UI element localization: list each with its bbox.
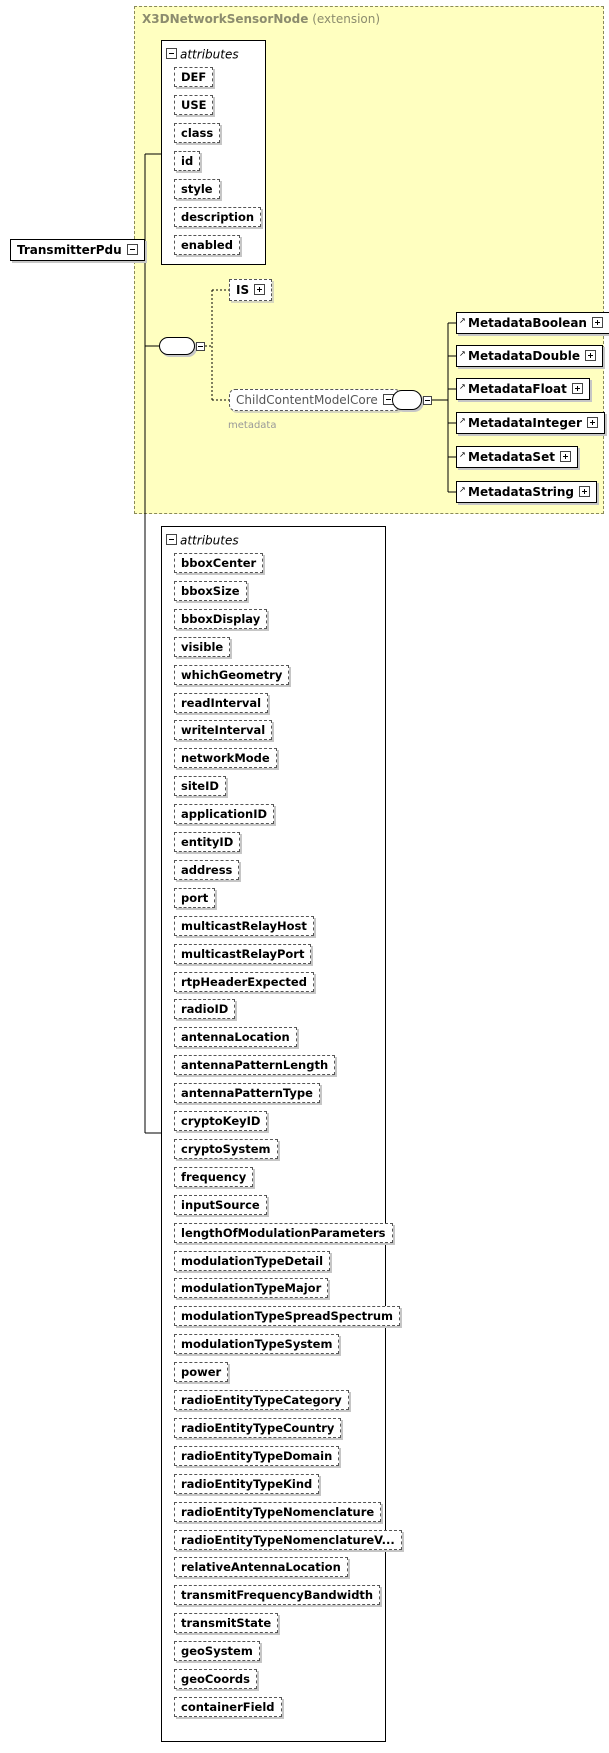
child-content-model-group[interactable]: ChildContentModelCore <box>229 389 401 411</box>
expand-icon[interactable] <box>571 383 583 394</box>
attribute-multicastrelayhost[interactable]: multicastRelayHost <box>174 915 314 936</box>
is-element-label: IS <box>236 283 250 297</box>
attribute-modulationtypesystem[interactable]: modulationTypeSystem <box>174 1334 340 1355</box>
attribute-enabled[interactable]: enabled <box>174 235 240 255</box>
attribute-style[interactable]: style <box>174 179 220 199</box>
expand-icon[interactable] <box>559 451 571 462</box>
expand-icon[interactable] <box>254 284 266 295</box>
attribute-radioentitytypecategory[interactable]: radioEntityTypeCategory <box>174 1390 349 1410</box>
attributes-label: attributes <box>180 533 239 548</box>
expand-icon[interactable] <box>578 486 590 497</box>
metadata-node-metadataboolean[interactable]: MetadataBoolean <box>456 312 609 334</box>
choice-compositor <box>392 390 422 410</box>
attribute-readinterval[interactable]: readInterval <box>174 692 269 713</box>
metadata-node-metadatafloat[interactable]: MetadataFloat <box>456 378 590 400</box>
attribute-cryptosystem[interactable]: cryptoSystem <box>174 1138 278 1159</box>
attribute-bboxsize[interactable]: bboxSize <box>174 580 247 601</box>
attribute-radioentitytypedomain[interactable]: radioEntityTypeDomain <box>174 1445 340 1466</box>
metadata-node-metadatainteger[interactable]: MetadataInteger <box>456 412 605 434</box>
attribute-id[interactable]: id <box>174 151 201 171</box>
attribute-transmitfrequencybandwidth[interactable]: transmitFrequencyBandwidth <box>174 1585 381 1606</box>
metadata-node-label: MetadataBoolean <box>468 316 587 330</box>
reference-arrow-icon <box>459 415 466 430</box>
attribute-visible[interactable]: visible <box>174 636 231 657</box>
attribute-geosystem[interactable]: geoSystem <box>174 1641 260 1662</box>
metadata-node-label: MetadataString <box>468 485 574 499</box>
group-label: ChildContentModelCore <box>236 393 378 407</box>
attribute-address[interactable]: address <box>174 859 240 880</box>
attribute-cryptokeyid[interactable]: cryptoKeyID <box>174 1111 268 1131</box>
attributes-header[interactable]: attributes <box>166 44 239 62</box>
attribute-class[interactable]: class <box>174 123 221 143</box>
attribute-rtpheaderexpected[interactable]: rtpHeaderExpected <box>174 971 314 992</box>
metadata-node-label: MetadataDouble <box>468 349 581 363</box>
attribute-containerfield[interactable]: containerField <box>174 1696 282 1717</box>
choice-collapse-icon[interactable] <box>423 396 432 405</box>
expand-icon[interactable] <box>585 350 597 361</box>
group-sublabel: metadata <box>228 420 277 431</box>
attribute-antennapatterntype[interactable]: antennaPatternType <box>174 1083 320 1104</box>
metadata-node-metadatadouble[interactable]: MetadataDouble <box>456 345 604 367</box>
reference-arrow-icon <box>459 381 466 396</box>
metadata-node-label: MetadataInteger <box>468 416 582 430</box>
reference-arrow-icon <box>459 449 466 464</box>
attribute-geocoords[interactable]: geoCoords <box>174 1669 257 1689</box>
attributes-header[interactable]: attributes <box>166 530 239 548</box>
attribute-radioentitytypekind[interactable]: radioEntityTypeKind <box>174 1473 320 1494</box>
attribute-entityid[interactable]: entityID <box>174 832 241 852</box>
metadata-node-label: MetadataFloat <box>468 382 567 396</box>
metadata-node-metadataset[interactable]: MetadataSet <box>456 446 578 468</box>
attribute-bboxdisplay[interactable]: bboxDisplay <box>174 608 268 629</box>
attribute-relativeantennalocation[interactable]: relativeAntennaLocation <box>174 1557 348 1578</box>
sequence-compositor <box>159 337 195 355</box>
attribute-bboxcenter[interactable]: bboxCenter <box>174 553 264 573</box>
attribute-def[interactable]: DEF <box>174 67 214 87</box>
attribute-modulationtypemajor[interactable]: modulationTypeMajor <box>174 1278 329 1299</box>
attributes-box: attributes bboxCenter bboxSize bboxDisplay… <box>161 526 402 1742</box>
attribute-radioentitytypecountry[interactable]: radioEntityTypeCountry <box>174 1417 342 1438</box>
attribute-radioid[interactable]: radioID <box>174 999 236 1020</box>
attribute-frequency[interactable]: frequency <box>174 1166 254 1187</box>
attribute-writeinterval[interactable]: writeInterval <box>174 720 273 741</box>
attribute-modulationtypespreadspectrum[interactable]: modulationTypeSpreadSpectrum <box>174 1306 400 1327</box>
attribute-modulationtypedetail[interactable]: modulationTypeDetail <box>174 1250 331 1271</box>
attribute-antennalocation[interactable]: antennaLocation <box>174 1027 297 1048</box>
root-element-label: TransmitterPdu <box>17 243 122 257</box>
attribute-lengthofmodulationparameters[interactable]: lengthOfModulationParameters <box>174 1222 393 1243</box>
expand-icon[interactable] <box>591 317 603 328</box>
attribute-applicationid[interactable]: applicationID <box>174 804 275 825</box>
root-element[interactable]: TransmitterPdu <box>10 239 145 261</box>
attribute-networkmode[interactable]: networkMode <box>174 748 277 769</box>
attribute-radioentitytypenomenclature[interactable]: radioEntityTypeNomenclature <box>174 1501 382 1522</box>
attribute-description[interactable]: description <box>174 207 262 227</box>
attribute-transmitstate[interactable]: transmitState <box>174 1613 279 1634</box>
expand-icon[interactable] <box>586 417 598 428</box>
reference-arrow-icon <box>459 484 466 499</box>
collapse-icon[interactable] <box>126 244 138 255</box>
attributes-label: attributes <box>180 47 239 62</box>
attribute-siteid[interactable]: siteID <box>174 776 226 797</box>
attribute-inputsource[interactable]: inputSource <box>174 1194 267 1215</box>
metadata-node-label: MetadataSet <box>468 450 555 464</box>
collapse-icon[interactable] <box>166 534 177 545</box>
attribute-port[interactable]: port <box>174 887 216 908</box>
sequence-collapse-icon[interactable] <box>196 342 205 351</box>
attribute-whichgeometry[interactable]: whichGeometry <box>174 664 290 685</box>
extension-title: X3DNetworkSensorNode (extension) <box>142 12 380 26</box>
attribute-multicastrelayport[interactable]: multicastRelayPort <box>174 943 312 964</box>
attribute-radioentitytypenomenclaturev[interactable]: radioEntityTypeNomenclatureV... <box>174 1529 402 1550</box>
reference-arrow-icon <box>459 315 466 330</box>
extension-name: X3DNetworkSensorNode <box>142 12 309 26</box>
collapse-icon[interactable] <box>166 48 177 59</box>
is-element[interactable]: IS <box>229 279 273 301</box>
attribute-antennapatternlength[interactable]: antennaPatternLength <box>174 1055 336 1076</box>
reference-arrow-icon <box>459 348 466 363</box>
attribute-power[interactable]: power <box>174 1362 229 1383</box>
attribute-use[interactable]: USE <box>174 95 214 115</box>
extension-note: (extension) <box>312 12 381 26</box>
extension-attributes-box: attributes DEF USE class id style description… <box>161 40 266 265</box>
metadata-node-metadatastring[interactable]: MetadataString <box>456 481 597 503</box>
